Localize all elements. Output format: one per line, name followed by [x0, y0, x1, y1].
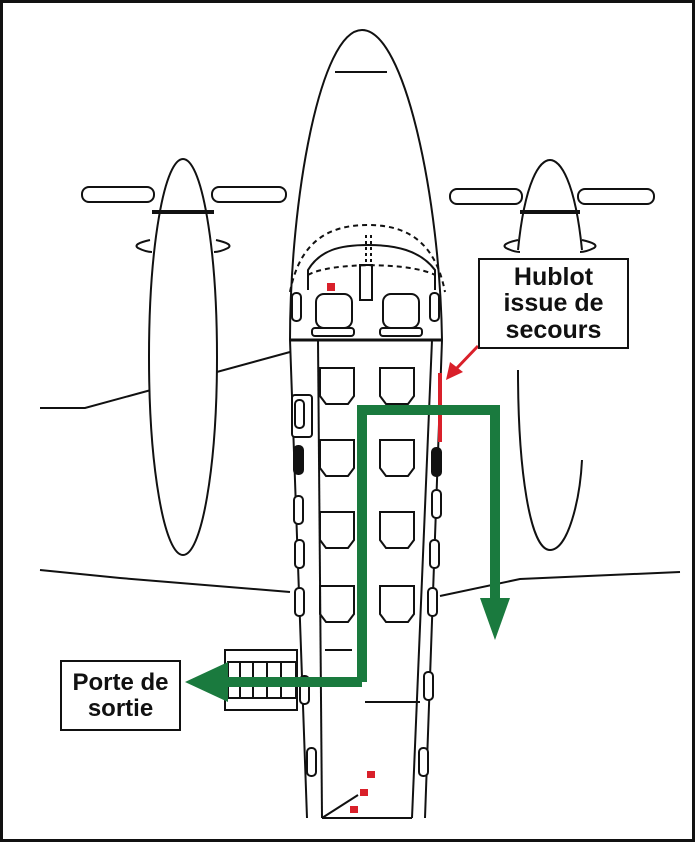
label-line: issue de [503, 289, 604, 318]
left-propeller-blade [211, 186, 287, 203]
label-line: secours [505, 315, 602, 344]
left-wing [39, 351, 291, 593]
label-line: sortie [87, 694, 154, 722]
emergency-markers [327, 283, 375, 813]
fuselage [288, 28, 446, 819]
left-engine [81, 158, 287, 556]
right-wing [439, 571, 681, 597]
cockpit-seats [311, 293, 423, 337]
exit-path [220, 405, 500, 687]
label-line: Porte de [72, 669, 169, 697]
right-propeller-blade [577, 188, 655, 205]
hublot-pointer-arrow [446, 344, 480, 380]
exit-door-label: Porte de sortie [60, 660, 181, 731]
arrow-down-icon [480, 598, 510, 640]
cabin-seats [319, 367, 415, 623]
label-line: Hublot [513, 263, 594, 292]
right-engine [449, 158, 655, 552]
emergency-window-label: Hublot issue de secours [478, 258, 629, 349]
arrow-left-icon [185, 662, 228, 702]
windows [291, 292, 442, 777]
left-propeller-blade [81, 186, 155, 203]
right-propeller-blade [449, 188, 523, 205]
